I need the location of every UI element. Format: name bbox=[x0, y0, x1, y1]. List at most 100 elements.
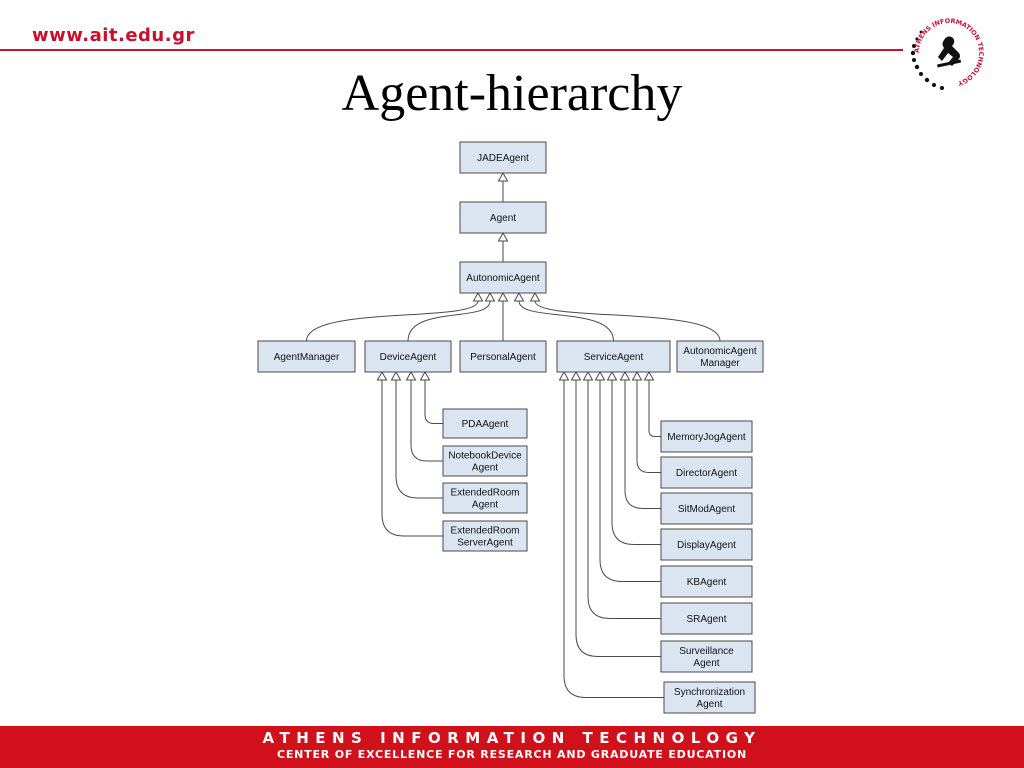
class-box bbox=[442, 482, 528, 514]
inheritance-edge-service bbox=[518, 300, 614, 342]
class-label: Agent bbox=[472, 463, 498, 474]
class-node-personal: PersonalAgent bbox=[459, 340, 547, 373]
class-label: PersonalAgent bbox=[470, 352, 536, 363]
class-node-device: DeviceAgent bbox=[364, 340, 452, 373]
class-node-agentmanager: AgentManager bbox=[257, 340, 356, 373]
site-url: www.ait.edu.gr bbox=[32, 25, 195, 46]
class-box bbox=[442, 445, 528, 477]
class-label: Agent bbox=[693, 658, 719, 669]
inheritance-arrowhead bbox=[643, 370, 655, 381]
inheritance-edge-sync bbox=[563, 380, 664, 698]
class-node-jade: JADEAgent bbox=[459, 141, 547, 174]
class-box bbox=[663, 681, 756, 714]
inheritance-arrowhead bbox=[497, 171, 509, 182]
inheritance-edge-sitmod bbox=[624, 380, 661, 509]
class-box bbox=[364, 340, 452, 373]
class-node-display: DisplayAgent bbox=[660, 528, 753, 561]
class-node-sr: SRAgent bbox=[660, 602, 753, 635]
inheritance-arrowhead bbox=[484, 291, 496, 302]
edges-layer bbox=[306, 171, 721, 698]
class-box bbox=[660, 565, 753, 598]
inheritance-edge-notebook bbox=[410, 380, 443, 462]
inheritance-arrowhead bbox=[472, 291, 484, 302]
class-box bbox=[660, 420, 753, 453]
inheritance-edge-device bbox=[407, 300, 491, 342]
class-box bbox=[442, 520, 528, 552]
inheritance-arrowhead bbox=[631, 370, 643, 381]
class-label: SitModAgent bbox=[678, 504, 735, 515]
inheritance-arrowhead bbox=[513, 291, 525, 302]
class-box bbox=[660, 528, 753, 561]
inheritance-arrowhead bbox=[529, 291, 541, 302]
inheritance-arrowhead bbox=[570, 370, 582, 381]
class-box bbox=[676, 340, 764, 373]
class-node-agent: Agent bbox=[459, 201, 547, 234]
class-box bbox=[660, 492, 753, 525]
class-box bbox=[660, 602, 753, 635]
footer-subtitle: CENTER OF EXCELLENCE FOR RESEARCH AND GR… bbox=[276, 748, 747, 761]
class-label: JADEAgent bbox=[477, 153, 529, 164]
class-label: Agent bbox=[472, 500, 498, 511]
inheritance-arrowhead bbox=[582, 370, 594, 381]
class-label: KBAgent bbox=[687, 577, 727, 588]
class-label: ExtendedRoom bbox=[451, 488, 520, 499]
class-box bbox=[459, 340, 547, 373]
class-label: Synchronization bbox=[674, 687, 745, 698]
class-node-autonomic: AutonomicAgent bbox=[459, 261, 547, 294]
class-box bbox=[660, 456, 753, 489]
class-label: AgentManager bbox=[274, 352, 340, 363]
class-box bbox=[459, 261, 547, 294]
class-box bbox=[257, 340, 356, 373]
inheritance-arrowhead bbox=[390, 370, 402, 381]
inheritance-edge-extroomserver bbox=[381, 380, 443, 537]
class-label: AutonomicAgent bbox=[683, 346, 757, 357]
class-box bbox=[459, 141, 547, 174]
nodes-layer: JADEAgentAgentAutonomicAgentAgentManager… bbox=[257, 141, 764, 714]
class-node-pda: PDAAgent bbox=[442, 408, 528, 439]
class-label: Surveillance bbox=[679, 646, 734, 657]
class-label: PDAAgent bbox=[462, 419, 509, 430]
class-node-memoryjog: MemoryJogAgent bbox=[660, 420, 753, 453]
class-label: DeviceAgent bbox=[380, 352, 437, 363]
inheritance-arrowhead bbox=[594, 370, 606, 381]
inheritance-arrowhead bbox=[497, 231, 509, 242]
inheritance-arrowhead bbox=[497, 291, 509, 302]
footer-title: ATHENS INFORMATION TECHNOLOGY bbox=[262, 729, 762, 747]
class-label: ServiceAgent bbox=[584, 352, 644, 363]
class-label: Agent bbox=[490, 213, 516, 224]
class-box bbox=[660, 640, 753, 673]
inheritance-arrowhead bbox=[619, 370, 631, 381]
class-box bbox=[556, 340, 671, 373]
ait-logo: ATHENS INFORMATION TECHNOLOGY bbox=[910, 17, 985, 90]
inheritance-edge-sr bbox=[587, 380, 661, 619]
class-label: SRAgent bbox=[686, 614, 726, 625]
inheritance-edge-extroom bbox=[395, 380, 443, 499]
inheritance-arrowhead bbox=[405, 370, 417, 381]
class-node-sitmod: SitModAgent bbox=[660, 492, 753, 525]
class-box bbox=[442, 408, 528, 439]
inheritance-edge-pda bbox=[424, 380, 443, 424]
inheritance-arrowhead bbox=[419, 370, 431, 381]
class-label: DirectorAgent bbox=[676, 468, 737, 479]
inheritance-edge-director bbox=[636, 380, 661, 473]
class-label: DisplayAgent bbox=[677, 540, 736, 551]
logo-figure-icon bbox=[938, 36, 960, 66]
inheritance-arrowhead bbox=[558, 370, 570, 381]
class-label: ExtendedRoom bbox=[451, 526, 520, 537]
inheritance-edge-kb bbox=[599, 380, 661, 582]
inheritance-edge-memoryjog bbox=[648, 380, 661, 437]
inheritance-edge-autonomicmgr bbox=[534, 300, 721, 342]
class-node-service: ServiceAgent bbox=[556, 340, 671, 373]
class-label: Manager bbox=[700, 358, 740, 369]
inheritance-edge-agentmanager bbox=[306, 300, 479, 342]
class-label: Agent bbox=[696, 699, 722, 710]
class-node-kb: KBAgent bbox=[660, 565, 753, 598]
class-label: ServerAgent bbox=[457, 538, 513, 549]
